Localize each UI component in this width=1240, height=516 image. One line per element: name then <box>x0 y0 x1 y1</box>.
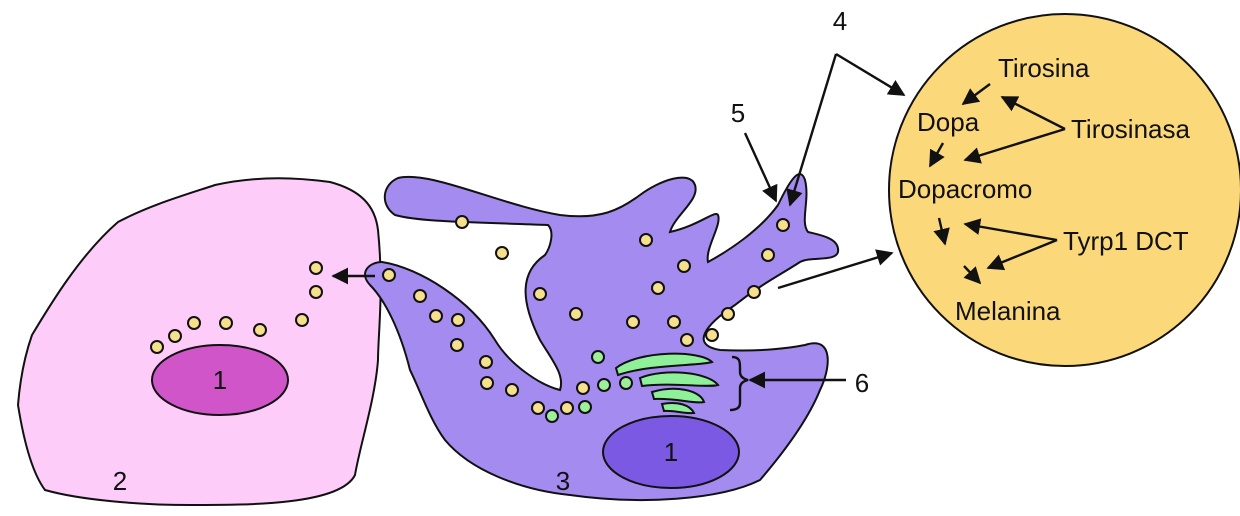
pathway-tirosinasa: Tirosinasa <box>1071 114 1191 144</box>
keratinocyte-label: 2 <box>113 466 127 496</box>
callout-6: 6 <box>855 368 869 398</box>
pathway-tirosina: Tirosina <box>998 53 1090 83</box>
melanocyte-label: 3 <box>556 466 570 496</box>
pathway-melanina: Melanina <box>955 296 1061 326</box>
melanocyte-nucleus-label: 1 <box>664 437 678 467</box>
callout-5: 5 <box>731 98 745 128</box>
melanocyte-cell <box>365 174 838 500</box>
pathway-dopa: Dopa <box>917 107 980 137</box>
keratinocyte-nucleus-label: 1 <box>213 365 227 395</box>
callout-4: 4 <box>833 6 847 36</box>
pathway-tyrp1-dct: Tyrp1 DCT <box>1063 226 1189 256</box>
keratinocyte-cell <box>18 178 381 505</box>
pathway-dopacromo: Dopacromo <box>898 174 1032 204</box>
